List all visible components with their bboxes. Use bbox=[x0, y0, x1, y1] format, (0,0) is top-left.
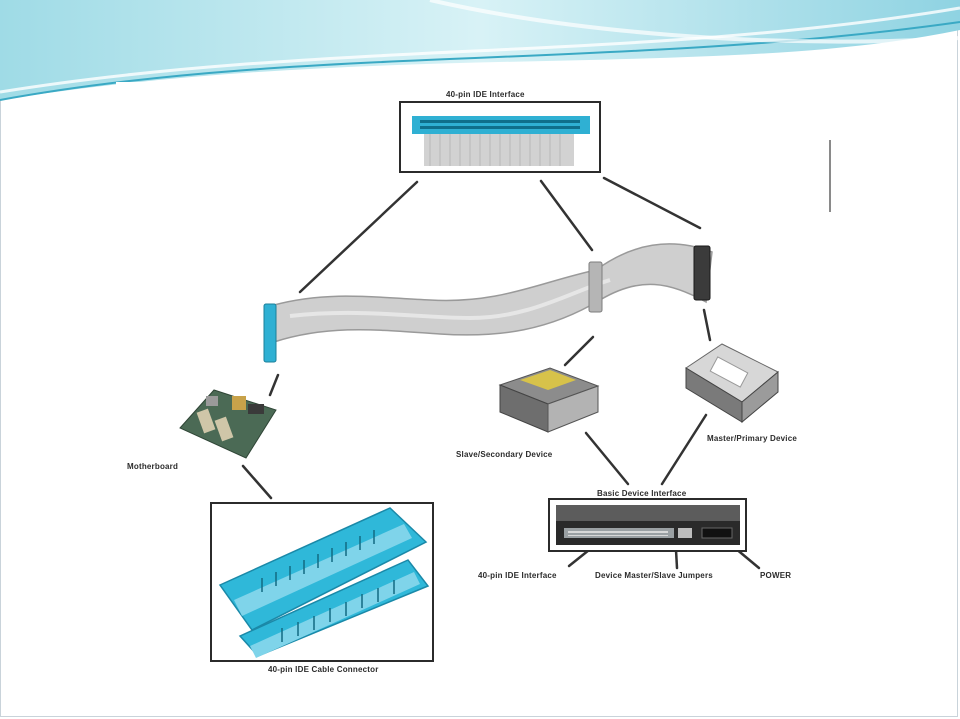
ribbon-cable bbox=[263, 243, 713, 363]
slave-device-label: Slave/Secondary Device bbox=[456, 450, 553, 459]
master-device-label: Master/Primary Device bbox=[707, 434, 798, 443]
master-device-image bbox=[685, 343, 779, 424]
ide-interface-40pin-label: 40-pin IDE Interface bbox=[478, 571, 557, 580]
leader-lines bbox=[241, 176, 761, 570]
motherboard-cable-connector bbox=[263, 303, 277, 363]
jumpers-label: Device Master/Slave Jumpers bbox=[595, 571, 713, 580]
top-interface-connector bbox=[399, 101, 601, 173]
side-divider bbox=[829, 140, 831, 212]
header-swoosh-decoration bbox=[0, 0, 960, 101]
ide-cable-connector-closeup bbox=[210, 502, 434, 662]
slave-cable-connector bbox=[588, 261, 603, 313]
power-label: POWER bbox=[760, 571, 792, 580]
ide-cable-connector-label: 40-pin IDE Cable Connector bbox=[268, 665, 379, 674]
top-interface-label: 40-pin IDE Interface bbox=[446, 90, 525, 99]
motherboard-image bbox=[179, 389, 277, 459]
basic-interface-label: Basic Device Interface bbox=[597, 489, 687, 498]
slave-device-image bbox=[498, 367, 600, 433]
basic-device-interface bbox=[548, 498, 747, 552]
motherboard-label: Motherboard bbox=[127, 462, 179, 471]
master-cable-connector bbox=[693, 245, 711, 301]
